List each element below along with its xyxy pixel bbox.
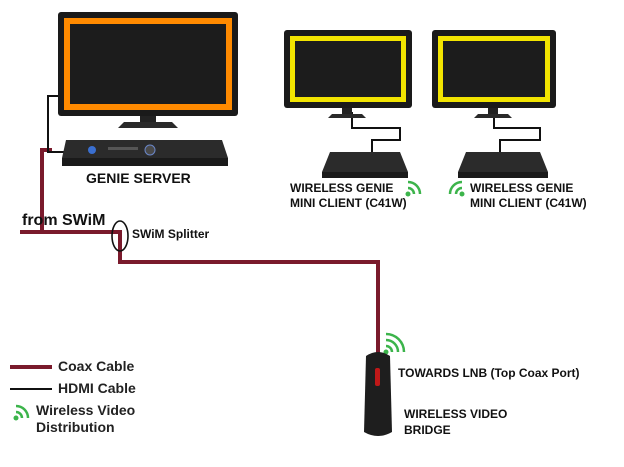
client-2-label-line1: WIRELESS GENIE [470,181,574,195]
coax-to-bridge [40,230,380,372]
client-1-label-line2: MINI CLIENT (C41W) [290,196,407,210]
legend-markers [10,365,52,421]
wireless-signal-icon [448,180,465,197]
receiver-box-icon [322,152,408,178]
client-1-label-line1: WIRELESS GENIE [290,181,394,195]
legend-wireless-label-line2: Distribution [36,419,115,435]
hdmi-client-2 [493,112,541,160]
from-swim-label: from SWiM [22,212,106,229]
swim-splitter-label: SWiM Splitter [132,227,210,241]
wireless-signal-icon [383,332,406,355]
receiver-box-icon [62,140,228,166]
legend-hdmi-label: HDMI Cable [58,380,136,396]
tv-icon [432,30,556,118]
wireless-signal-icon [405,180,422,197]
tv-icon [284,30,412,118]
coax-cable-lines [20,148,380,372]
receiver-box-icon [458,152,548,178]
hdmi-client-1 [351,112,401,160]
hdmi-server-tv [47,95,68,153]
bridge-label-line2: BRIDGE [404,423,451,437]
tv-icon [58,12,238,128]
wireless-signal-icon [13,404,30,421]
legend-wireless-label-line1: Wireless Video [36,402,136,418]
genie-server-label: GENIE SERVER [86,170,191,186]
legend-coax-label: Coax Cable [58,358,135,374]
splitter-icon [111,220,129,252]
client-2-label-line2: MINI CLIENT (C41W) [470,196,587,210]
towards-lnb-label: TOWARDS LNB (Top Coax Port) [398,366,580,380]
coax-from-swim [20,148,52,234]
hdmi-cable-lines [47,95,541,160]
wireless-bridge-icon [364,352,392,436]
bridge-label-line1: WIRELESS VIDEO [404,407,508,421]
